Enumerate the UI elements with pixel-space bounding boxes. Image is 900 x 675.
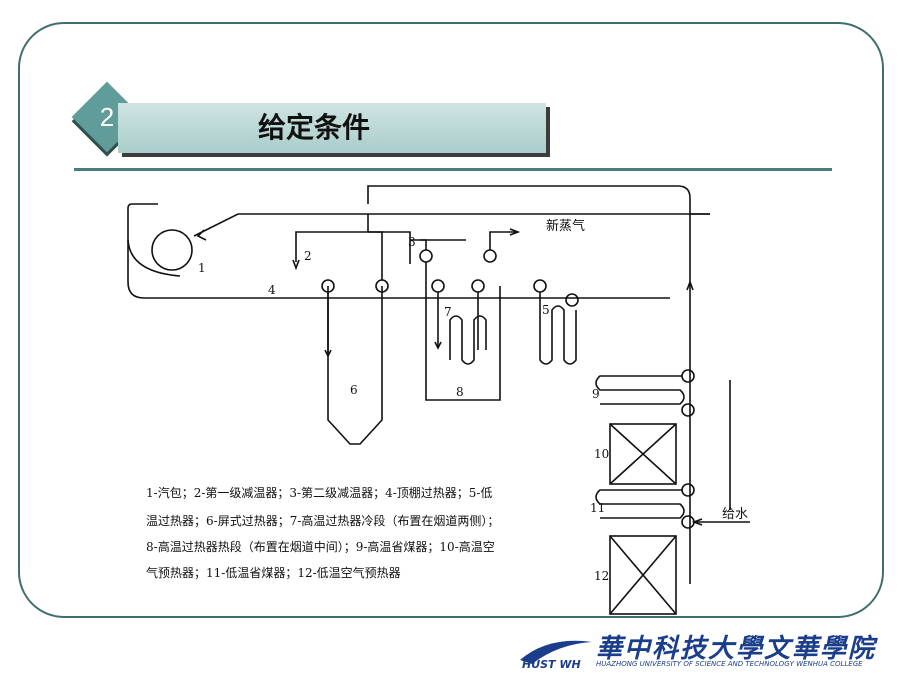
slide-frame [18,22,884,618]
label-new-steam: 新蒸气 [546,218,585,234]
title-bar [118,103,546,153]
legend-line-2: 温过热器；6-屏式过热器；7-高温过热器冷段（布置在烟道两侧）； [146,514,500,528]
legend-line-3: 8-高温过热器热段（布置在烟道中间）；9-高温省煤器；10-高温空 [146,540,495,554]
college-name-cn: 華中科技大學文華學院 [596,634,877,664]
label-4: 4 [268,283,276,297]
high-temp-air-preheater-10 [609,423,677,485]
legend-line-1: 1-汽包；2-第一级减温器；3-第二级减温器；4-顶棚过热器；5-低 [146,486,493,500]
hust-logo-icon: HUST WH [520,640,592,670]
legend-line-4: 气预热器；11-低温省煤器；12-低温空气预热器 [146,566,401,580]
label-1: 1 [198,261,206,275]
label-7: 7 [444,305,452,319]
section-number: 2 [99,101,115,132]
label-5: 5 [542,303,550,317]
label-2: 2 [304,249,312,263]
slide-title: 给定条件 [258,111,371,144]
hts-cold-7 [449,315,487,365]
label-10: 10 [594,447,609,461]
high-temp-economizer-9 [595,375,685,405]
college-name-en: HUAZHONG UNIVERSITY OF SCIENCE AND TECHN… [596,660,863,668]
label-9: 9 [592,387,600,401]
svg-text:HUST WH: HUST WH [522,658,581,670]
low-temp-air-preheater-12 [609,535,677,615]
label-8: 8 [456,385,464,399]
label-12: 12 [594,569,609,583]
low-temp-economizer-11 [595,489,685,519]
label-feedwater: 给水 [722,507,748,522]
pipe-4 [127,203,181,277]
platen-superheater-6 [327,286,383,445]
label-6: 6 [350,383,358,397]
label-3: 3 [408,235,416,249]
low-temp-superheater-5 [539,292,577,365]
drum [151,229,193,271]
boiler-flow-diagram: 1 2 3 4 5 6 7 8 9 10 11 12 新蒸气 给水 [127,185,750,615]
label-11: 11 [590,501,605,515]
college-logo: HUST WH 華中科技大學文華學院 HUAZHONG UNIVERSITY O… [518,628,890,672]
title-underline [74,168,832,171]
